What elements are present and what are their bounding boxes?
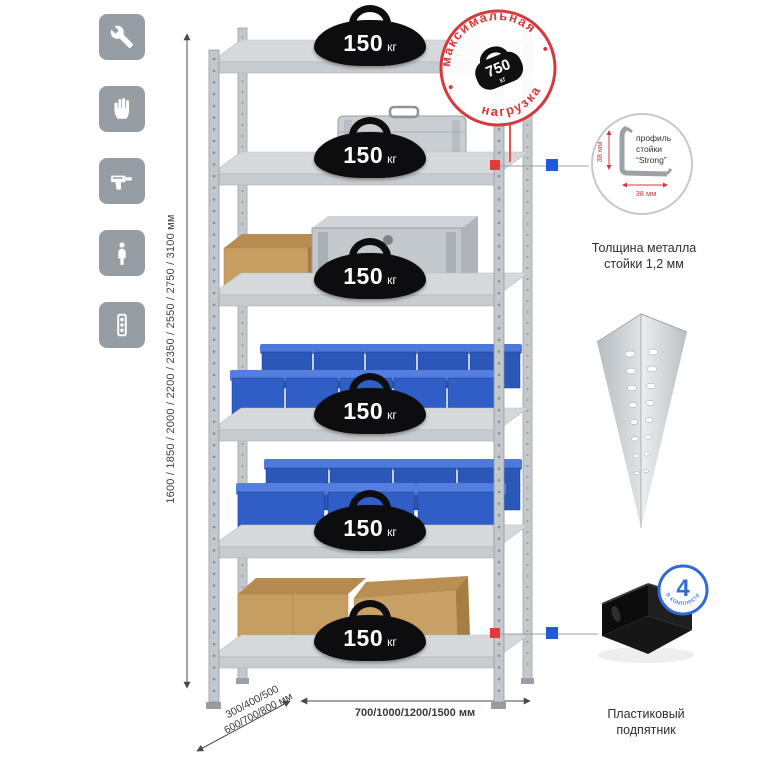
- corner-post-detail: [596, 313, 688, 528]
- profile-callout: 38 мм 38 мм профиль стойки “Strong”: [591, 113, 693, 215]
- kit-count-number: 4: [676, 575, 690, 602]
- load-unit: кг: [387, 524, 397, 539]
- profile-title-line3: “Strong”: [636, 155, 667, 165]
- stamp-weight-icon: 750 кг: [475, 46, 524, 90]
- load-unit: кг: [387, 39, 397, 54]
- height-dimension-label: 1600 / 1850 / 2000 / 2200 / 2350 / 2550 …: [165, 214, 177, 504]
- kit-count-badge: 4 в комплекте: [657, 564, 709, 616]
- width-dimension-label: 700/1000/1200/1500 мм: [354, 707, 476, 719]
- load-value: 150: [343, 262, 384, 289]
- blue-marker-top: [546, 159, 558, 171]
- blue-marker-bottom: [546, 627, 558, 639]
- foot-callout-connector: [490, 627, 598, 639]
- depth-dimension-line: [196, 700, 291, 752]
- red-marker-top: [490, 160, 500, 170]
- foot-caption: Пластиковый подпятник: [566, 706, 726, 739]
- drill-icon: [99, 158, 145, 204]
- load-value: 150: [343, 624, 384, 651]
- load-unit: кг: [387, 407, 397, 422]
- profile-title-line1: профиль: [636, 133, 672, 143]
- profile-shape: [619, 125, 668, 177]
- work-gloves-icon: [99, 86, 145, 132]
- thickness-caption-line2: стойки 1,2 мм: [604, 257, 684, 272]
- load-value: 150: [343, 514, 384, 541]
- load-unit: кг: [387, 634, 397, 649]
- profile-title-line2: стойки: [636, 144, 662, 154]
- wrench-icon: [99, 14, 145, 60]
- load-value: 150: [343, 29, 384, 56]
- profile-dim-horizontal: 38 мм: [636, 189, 657, 198]
- max-load-stamp: максимальная нагрузка 750 кг: [434, 4, 557, 128]
- person-height-icon: [99, 230, 145, 276]
- load-unit: кг: [387, 151, 397, 166]
- thickness-caption-line1: Толщина металла: [591, 241, 697, 255]
- foot-caption-line2: подпятник: [616, 723, 676, 738]
- load-value: 150: [343, 397, 384, 424]
- load-value: 150: [343, 141, 384, 168]
- profile-callout-connector: [490, 159, 589, 171]
- feature-icon-column: [99, 14, 145, 348]
- load-unit: кг: [387, 272, 397, 287]
- thickness-caption: Толщина металла стойки 1,2 мм: [564, 240, 724, 273]
- stamp-unit: кг: [498, 74, 507, 85]
- red-marker-bottom: [490, 628, 500, 638]
- perforated-strip-icon: [99, 302, 145, 348]
- profile-dim-vertical: 38 мм: [595, 142, 604, 163]
- foot-caption-line1: Пластиковый: [607, 707, 685, 721]
